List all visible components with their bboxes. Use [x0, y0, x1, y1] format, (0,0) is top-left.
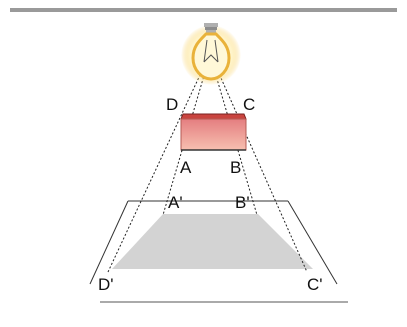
ray-to-c-prime	[212, 59, 308, 273]
block-front-face	[180, 118, 247, 151]
block-top-face	[180, 113, 247, 120]
label-a-prime: A'	[168, 193, 183, 212]
label-b-prime: B'	[235, 193, 250, 212]
label-b: B	[230, 158, 241, 177]
label-c-prime: C'	[307, 275, 323, 294]
ray-to-d-prime	[107, 59, 208, 273]
floor-plane	[89, 200, 338, 285]
top-divider	[10, 8, 397, 12]
ray-to-b-prime	[211, 61, 258, 216]
lightbulb-icon	[181, 23, 241, 85]
shadow-region	[112, 214, 313, 269]
projection-lines	[107, 59, 308, 273]
label-a: A	[180, 158, 192, 177]
label-d: D	[166, 95, 178, 114]
ray-to-a-prime	[162, 61, 209, 216]
block-object	[180, 113, 247, 151]
label-c: C	[243, 95, 255, 114]
label-d-prime: D'	[98, 275, 114, 294]
